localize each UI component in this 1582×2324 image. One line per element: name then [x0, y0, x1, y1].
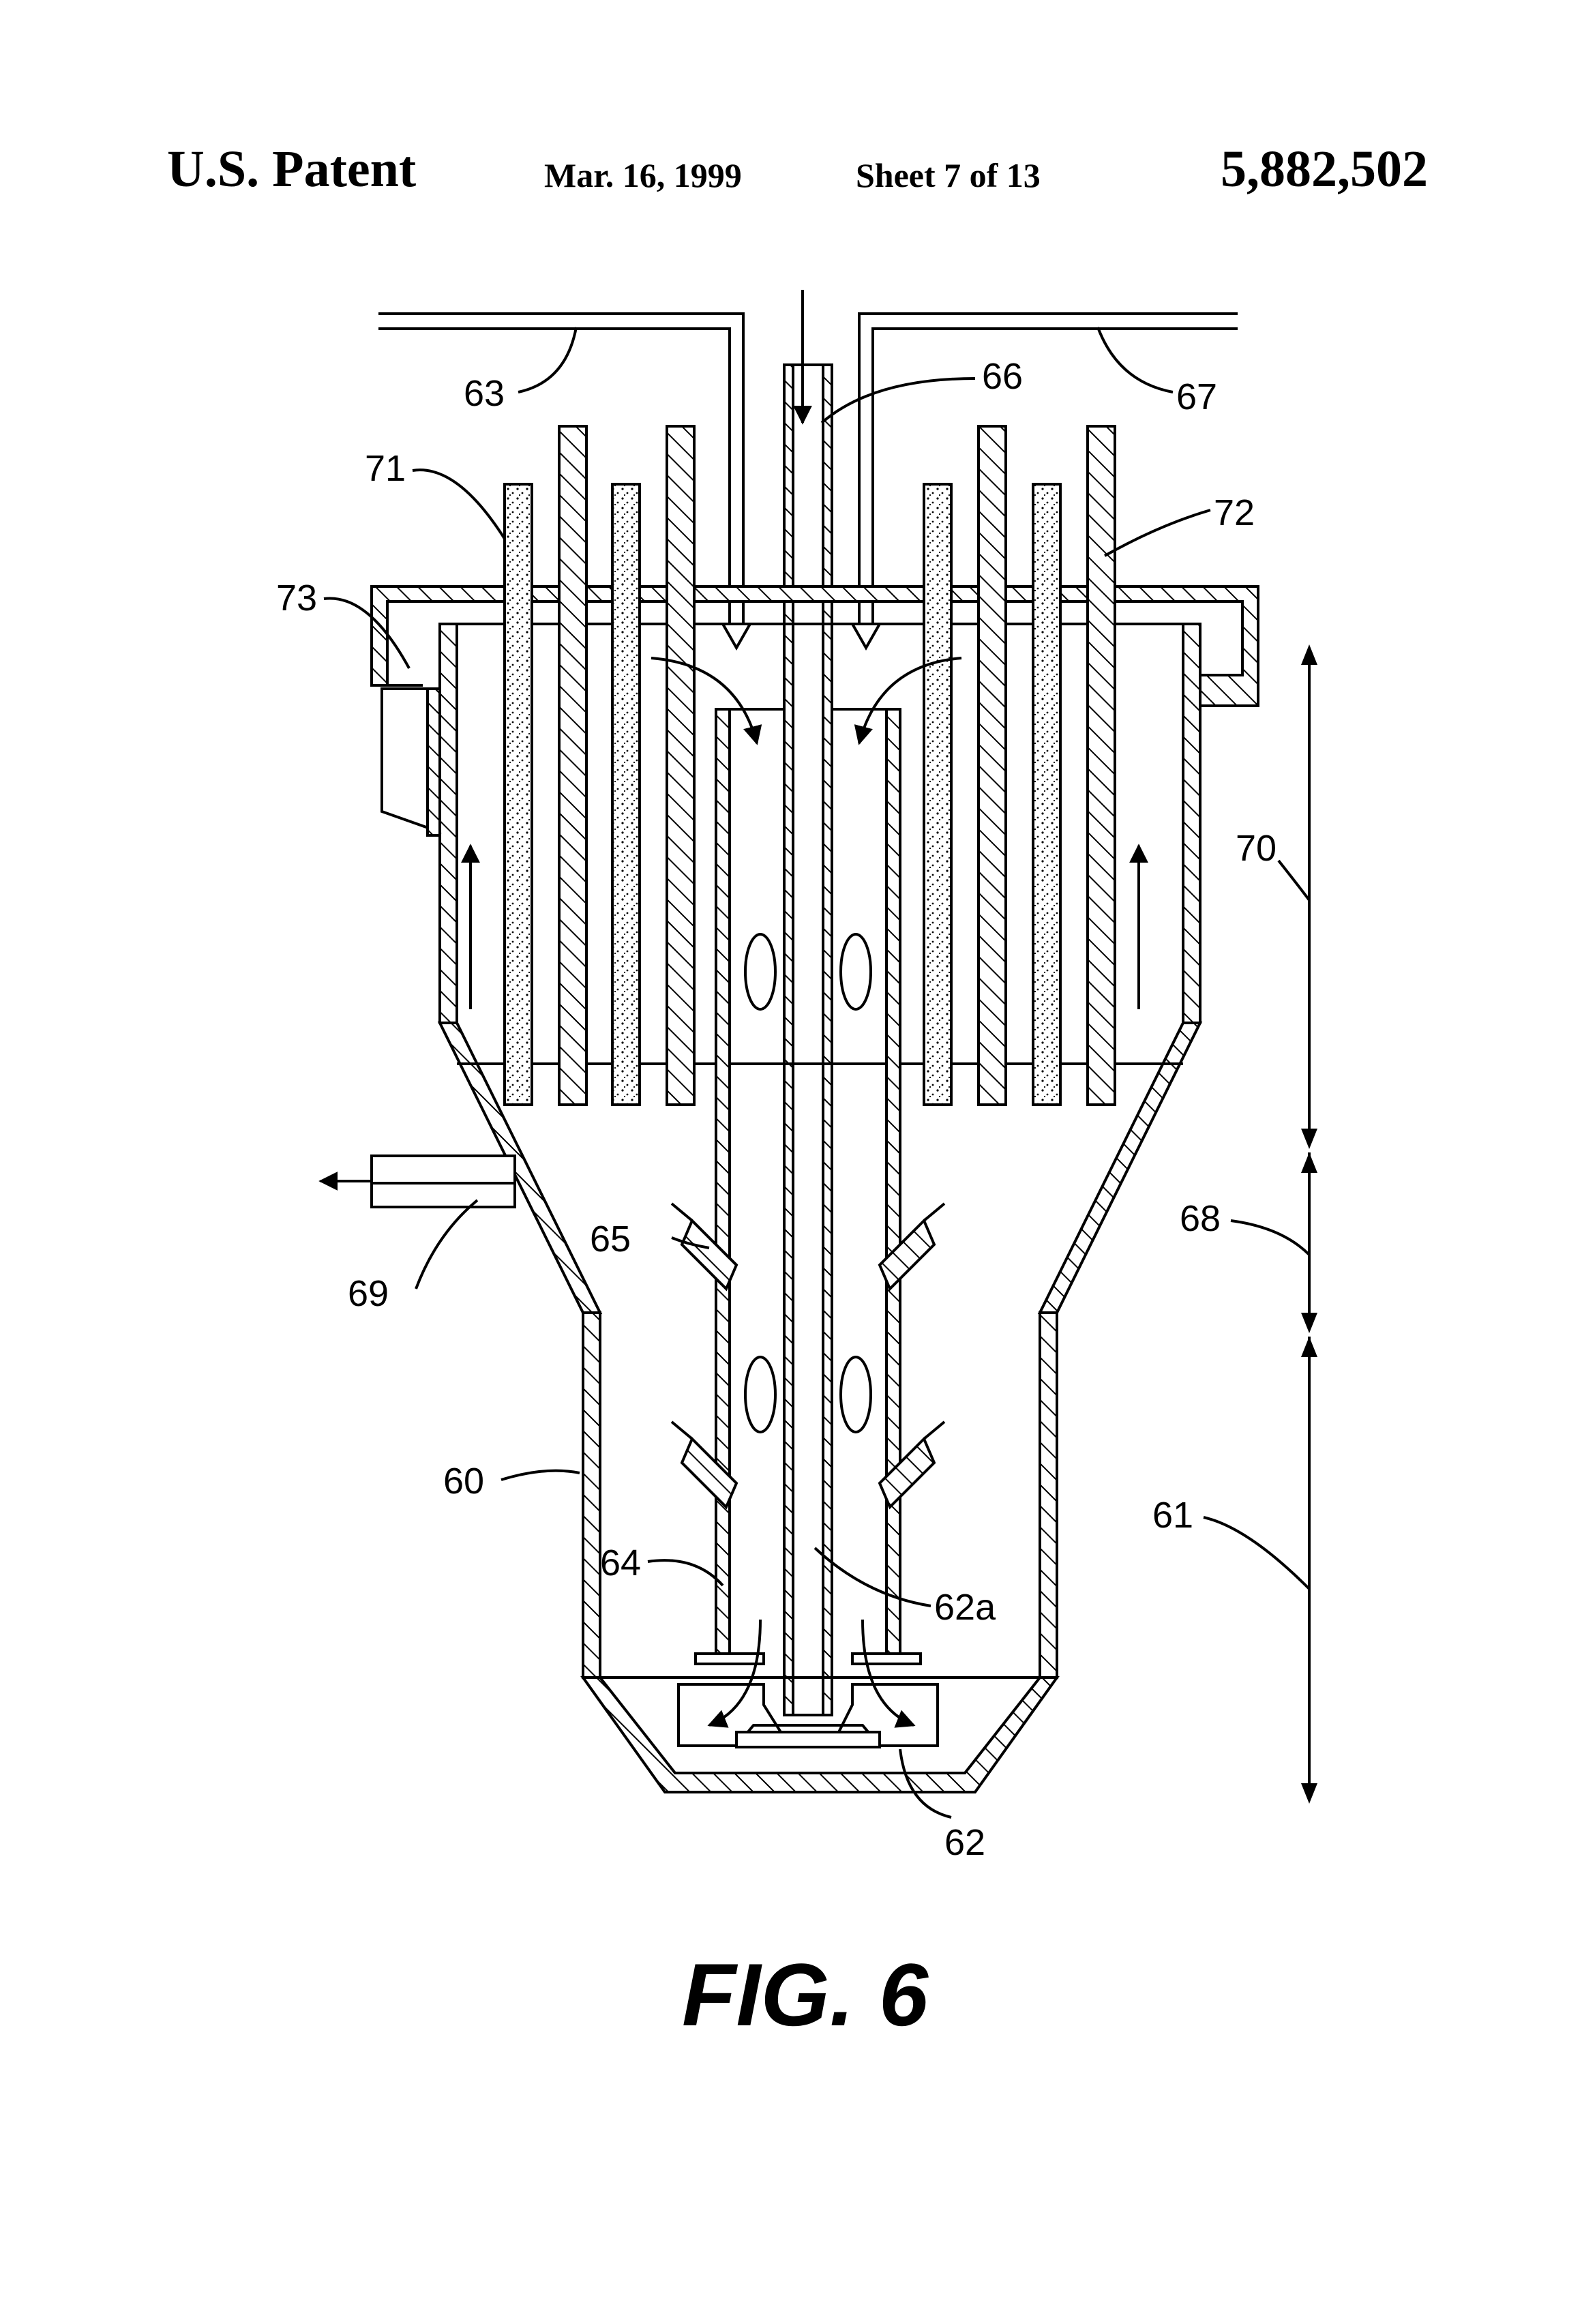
label-65: 65 — [590, 1219, 631, 1260]
label-61: 61 — [1152, 1495, 1193, 1536]
dimension-lines — [1301, 644, 1317, 1804]
figure-caption: FIG. 6 — [682, 1945, 929, 2044]
plates-left — [505, 426, 694, 1105]
label-72: 72 — [1214, 492, 1255, 533]
label-63: 63 — [464, 373, 505, 414]
label-71: 71 — [365, 448, 406, 489]
plates-right — [924, 426, 1115, 1105]
outlet-pipe-69 — [320, 1156, 515, 1207]
label-62a: 62a — [934, 1587, 996, 1628]
label-73: 73 — [276, 578, 317, 619]
label-68: 68 — [1180, 1198, 1221, 1239]
label-67: 67 — [1176, 376, 1217, 417]
central-shaft-66 — [784, 290, 832, 1715]
overflow-trough-73 — [372, 685, 440, 835]
label-64: 64 — [600, 1543, 641, 1583]
label-70: 70 — [1236, 828, 1277, 869]
label-62: 62 — [944, 1822, 985, 1863]
label-60: 60 — [443, 1461, 484, 1502]
label-66: 66 — [982, 356, 1023, 397]
label-69: 69 — [348, 1273, 389, 1314]
